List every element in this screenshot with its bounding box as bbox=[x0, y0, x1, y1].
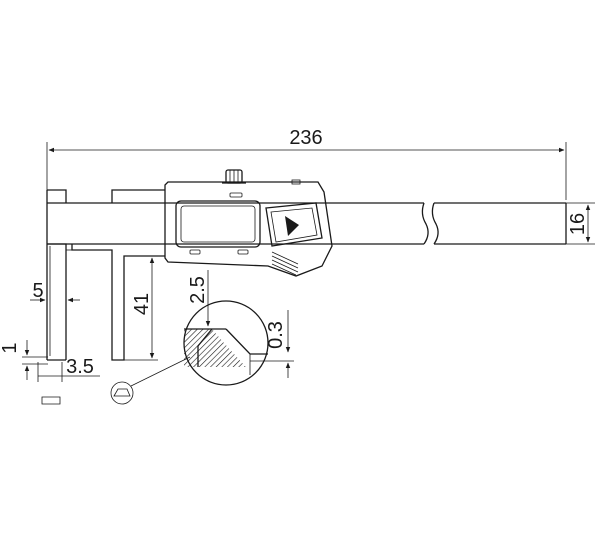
tip-length-dimension: 3.5 bbox=[37, 356, 100, 382]
magnified-detail bbox=[183, 300, 269, 386]
overall-length-dimension: 236 bbox=[46, 127, 567, 200]
tip-length-label: 3.5 bbox=[66, 356, 94, 378]
detail-offset-label: 0.3 bbox=[265, 321, 287, 349]
overall-length-label: 236 bbox=[289, 127, 322, 149]
tip-thickness-label: 1 bbox=[0, 342, 21, 353]
beam-height-label: 16 bbox=[567, 213, 589, 235]
detail-height-dimension: 2.5 bbox=[187, 270, 211, 327]
sliding-jaw bbox=[66, 189, 165, 361]
main-beam bbox=[47, 202, 567, 245]
detail-reference-circle bbox=[110, 356, 191, 405]
detail-height-label: 2.5 bbox=[187, 276, 209, 304]
jaw-width-dimension: 5 bbox=[30, 280, 80, 303]
thumb-wheel bbox=[271, 251, 299, 276]
fixed-jaw bbox=[46, 189, 67, 361]
detail-offset-dimension: 0.3 bbox=[250, 310, 294, 378]
tip-section-small bbox=[41, 396, 61, 405]
jaw-depth-label: 41 bbox=[131, 293, 153, 315]
jaw-width-label: 5 bbox=[32, 280, 43, 302]
tip-thickness-dimension: 1 bbox=[0, 340, 48, 380]
jaw-depth-dimension: 41 bbox=[124, 255, 158, 361]
display-head bbox=[164, 169, 333, 277]
beam-height-dimension: 16 bbox=[566, 202, 595, 245]
play-triangle-icon bbox=[285, 216, 299, 236]
